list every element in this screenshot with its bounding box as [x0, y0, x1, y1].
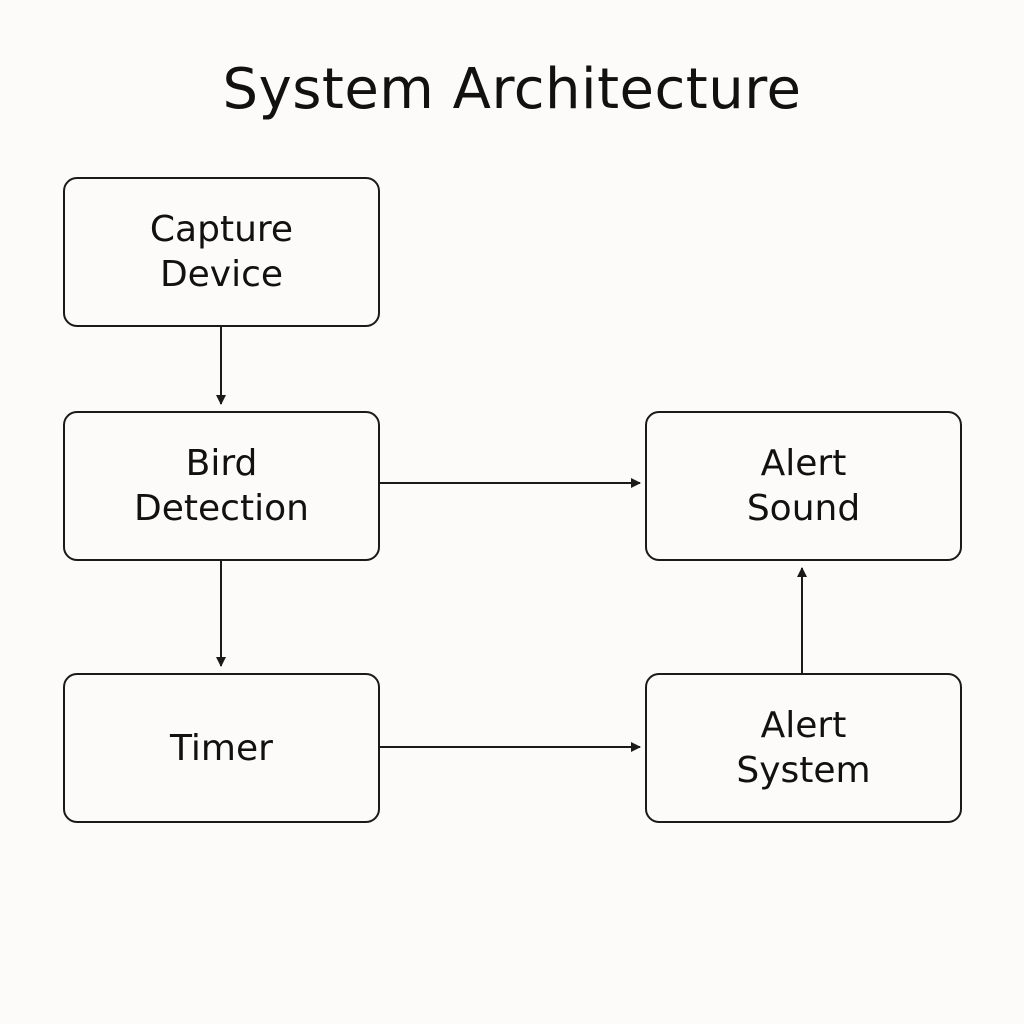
node-label: Bird Detection	[65, 441, 378, 531]
node-label-line: Device	[159, 254, 284, 295]
diagram-title: System Architecture	[222, 57, 802, 122]
node-label: Capture Device	[65, 207, 378, 297]
node-label-line: Alert	[760, 705, 847, 746]
node-alert-system: Alert System	[645, 673, 962, 823]
node-capture-device: Capture Device	[63, 177, 380, 327]
node-label-line: Sound	[746, 488, 861, 529]
node-label-line: Bird	[185, 443, 258, 484]
node-label: Timer	[65, 726, 378, 771]
node-label-line: Timer	[170, 727, 273, 769]
node-alert-sound: Alert Sound	[645, 411, 962, 561]
node-timer: Timer	[63, 673, 380, 823]
node-label-line: Capture	[149, 209, 294, 250]
node-label-line: Detection	[134, 488, 309, 529]
node-label: Alert Sound	[647, 441, 960, 531]
node-label: Alert System	[647, 703, 960, 793]
node-label-line: System	[736, 750, 871, 791]
node-bird-detection: Bird Detection	[63, 411, 380, 561]
node-label-line: Alert	[760, 443, 847, 484]
